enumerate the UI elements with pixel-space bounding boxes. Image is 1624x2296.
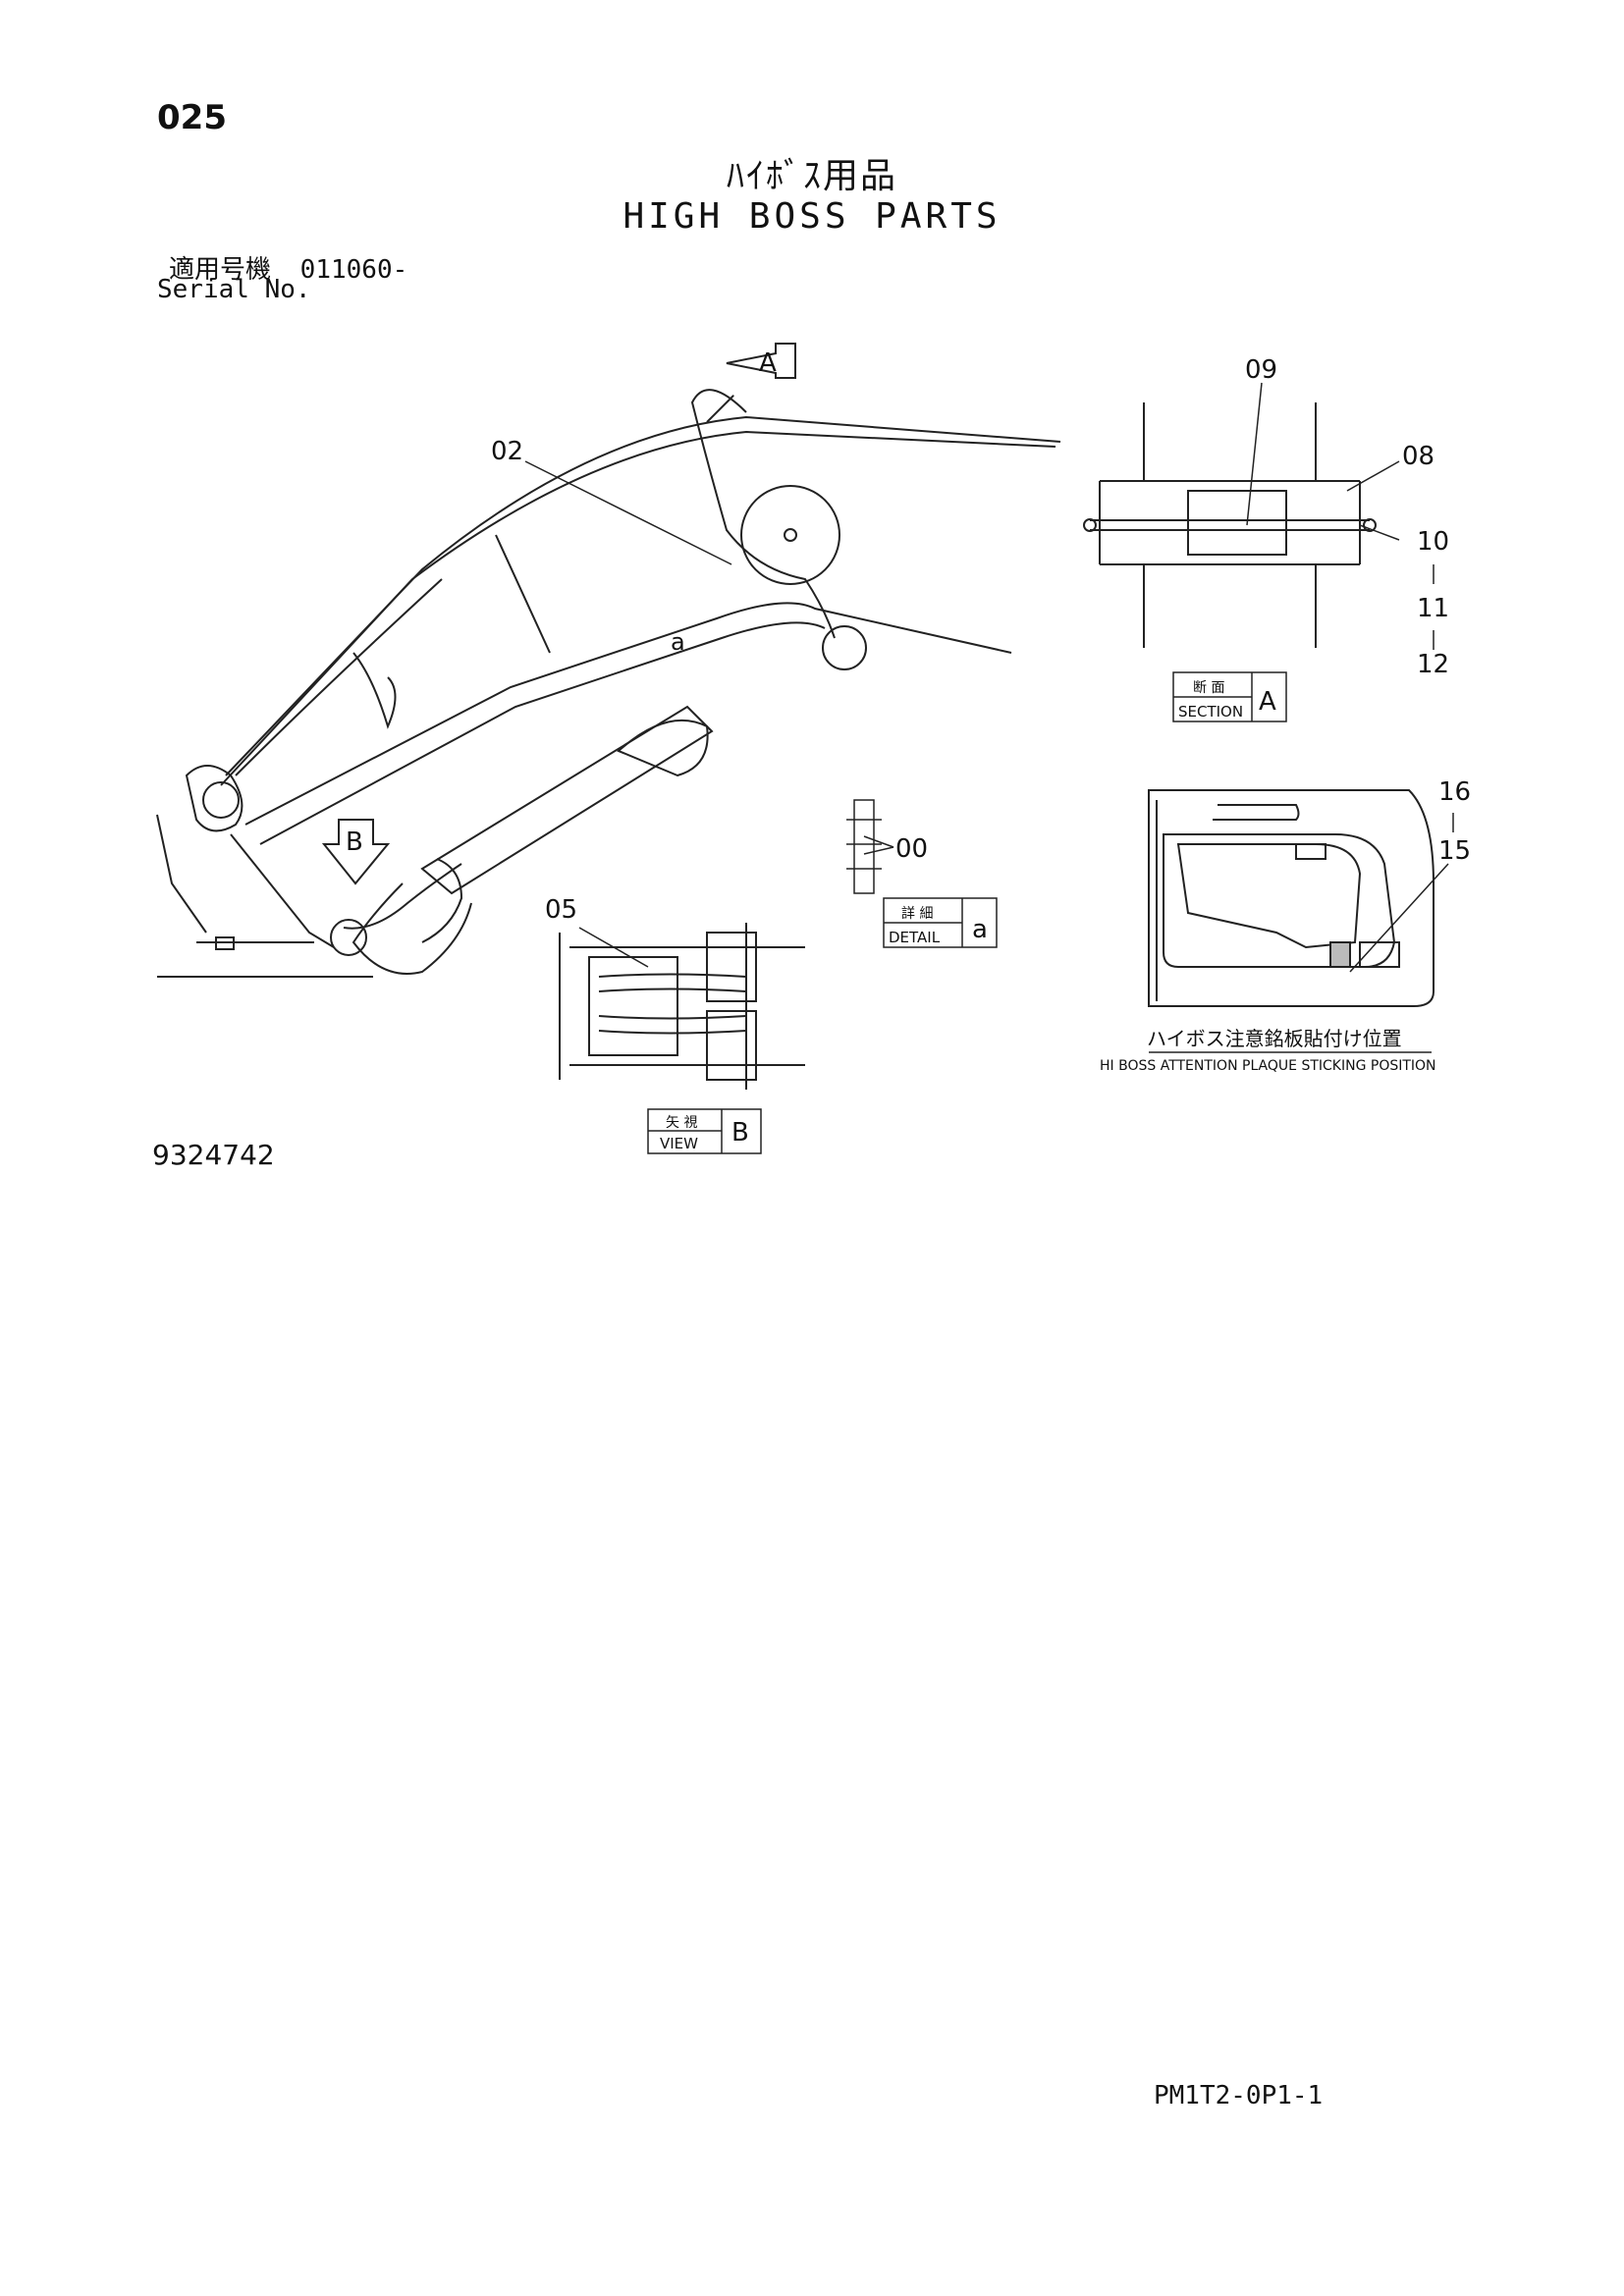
view-b-box [647,1108,762,1154]
view-jp-label: 矢 視 [666,1115,697,1131]
callout-00: 00 [895,834,928,864]
callout-11: 11 [1417,594,1449,623]
callout-02: 02 [491,437,523,466]
boom-assembly [156,389,1061,978]
section-jp-label: 断 面 [1193,680,1224,696]
callout-detail-a: a [671,628,685,656]
detail-a-box [883,897,998,948]
plaque-jp-label: ハイボス注意銘板貼付け位置 [1147,1027,1402,1050]
callout-15: 15 [1438,836,1471,866]
drawing-number: 9324742 [152,1139,275,1171]
section-a-box [1172,671,1287,722]
detail-jp-label: 詳 細 [901,906,933,922]
section-letter: A [1259,687,1276,717]
section-a-view [1083,402,1377,648]
view-letter: B [731,1118,749,1148]
cab-door-view [1148,789,1435,1007]
title-japanese: ﾊｲﾎﾞｽ用品 [726,156,897,196]
callout-16: 16 [1438,777,1471,807]
arrow-view-a [726,343,796,379]
leader-lines [524,382,1454,973]
plaque-en-label: HI BOSS ATTENTION PLAQUE STICKING POSITI… [1100,1058,1436,1074]
callout-10: 10 [1417,527,1449,557]
serial-label-english: Serial No. [157,275,311,304]
detail-letter: a [972,915,988,944]
callout-05: 05 [545,895,577,925]
view-b-detail [559,923,805,1090]
arrow-view-b [321,819,391,885]
arrow-b-letter: B [346,828,363,857]
serial-label-japanese: 適用号機 011060- [169,249,407,286]
page-code: PM1T2-0P1-1 [1154,2081,1324,2110]
callout-09: 09 [1245,355,1277,385]
detail-a-view [846,799,882,894]
view-en-label: VIEW [660,1135,698,1152]
page-number: 025 [157,98,227,137]
serial-value: 011060- [299,255,408,285]
serial-label-jp-text: 適用号機 [169,255,272,285]
title-english: HIGH BOSS PARTS [623,196,1001,237]
arrow-a-letter: A [759,348,777,378]
callout-08: 08 [1402,442,1435,471]
detail-en-label: DETAIL [889,929,941,946]
callout-12: 12 [1417,650,1449,679]
section-en-label: SECTION [1178,703,1243,721]
